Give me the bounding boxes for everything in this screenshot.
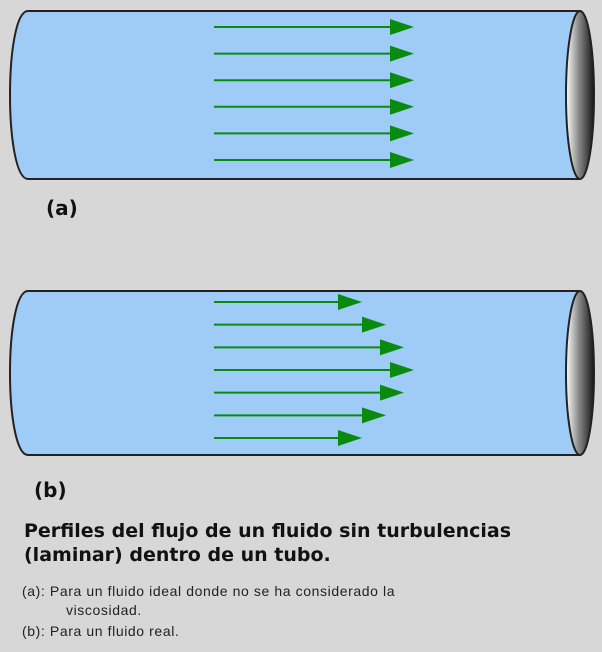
tube-b — [9, 290, 595, 456]
tube-a-body — [9, 10, 581, 180]
tube-b-end — [565, 290, 595, 456]
velocity-arrow-b-head-5 — [380, 384, 404, 401]
velocity-arrow-a-head-2 — [390, 45, 414, 62]
velocity-arrow-b-head-3 — [380, 339, 404, 356]
caption-note-a-continued: viscosidad. — [66, 602, 142, 618]
tube-b-body — [9, 290, 581, 456]
velocity-arrow-a-head-5 — [390, 125, 414, 142]
panel-label-b: (b) — [34, 478, 67, 502]
velocity-arrow-a-head-1 — [390, 19, 414, 35]
caption-note-b: (b): Para un fluido real. — [22, 623, 180, 639]
tube-a-end — [565, 10, 595, 180]
velocity-arrow-a-head-3 — [390, 72, 414, 89]
velocity-arrow-b-head-7 — [338, 430, 362, 446]
panel-label-a: (a) — [46, 196, 78, 220]
velocity-arrow-b-head-4 — [390, 362, 414, 378]
velocity-arrow-a-head-6 — [390, 152, 414, 168]
caption-title: Perfiles del flujo de un fluido sin turb… — [24, 520, 512, 566]
caption-note-a: (a): Para un fluido ideal donde no se ha… — [22, 583, 396, 599]
arrows-b — [214, 294, 414, 446]
velocity-arrow-b-head-2 — [362, 316, 386, 333]
velocity-arrow-b-head-6 — [362, 407, 386, 424]
velocity-arrow-b-head-1 — [338, 294, 362, 310]
arrows-a — [214, 19, 414, 168]
velocity-arrow-a-head-4 — [390, 98, 414, 115]
tube-a — [9, 10, 595, 180]
